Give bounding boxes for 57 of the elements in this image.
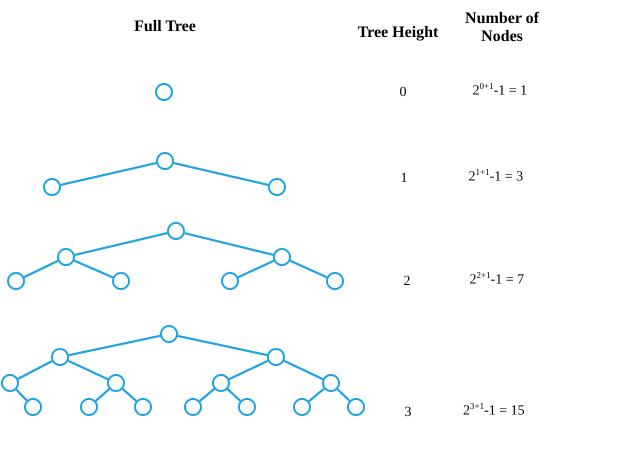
tree-node-circle: [156, 152, 174, 170]
tree-edge: [238, 260, 274, 278]
tree-node-circle: [326, 272, 344, 290]
tree-node-circle: [24, 398, 42, 416]
tree-node-circle: [221, 272, 239, 290]
tree-node-circle: [212, 374, 230, 392]
tree-node-circle: [347, 398, 365, 416]
tree-node-circle: [160, 325, 178, 343]
tree-edge: [17, 360, 53, 380]
tree-node-circle: [273, 248, 291, 266]
tree-node-circle: [293, 398, 311, 416]
tree-edge: [174, 162, 268, 186]
tree-edge: [68, 360, 108, 380]
tree-node-circle: [322, 374, 340, 392]
height-value: 0: [400, 84, 406, 100]
node-count-formula: 2$^{1+1}$-1 = 3: [468, 168, 524, 185]
tree-edge: [24, 260, 58, 278]
tree-node-circle: [1, 374, 19, 392]
tree-node-circle: [43, 178, 61, 196]
node-count-formula: 2$^{3+1}$-1 = 15: [463, 402, 525, 419]
tree-edge: [226, 388, 242, 402]
tree-node-circle: [80, 398, 98, 416]
tree-edge: [284, 360, 324, 380]
height-value: 1: [400, 170, 408, 186]
tree-node-circle: [107, 374, 125, 392]
tree-edge: [74, 260, 114, 278]
tree-edge: [74, 232, 168, 256]
tree-edge: [336, 388, 350, 402]
tree-node-circle: [184, 398, 202, 416]
tree-node-circle: [155, 83, 173, 101]
tree-node-circle: [268, 178, 286, 196]
node-count-formula: 2$^{0+1}$-1 = 1: [472, 82, 528, 99]
node-count-formula: 2$^{2+1}$-1 = 7: [470, 270, 524, 288]
tree-node-circle: [57, 248, 75, 266]
tree-edge: [184, 232, 274, 256]
column-heading: Tree Height: [356, 24, 440, 42]
tree-edge: [178, 334, 268, 356]
tree-node-circle: [167, 222, 185, 240]
tree-node-circle: [134, 398, 152, 416]
tree-node-circle: [267, 348, 285, 366]
tree-edge: [228, 360, 268, 380]
column-heading: Number of Nodes: [464, 10, 540, 46]
tree-edge: [60, 162, 156, 186]
tree-node-circle: [7, 272, 25, 290]
height-value: 3: [404, 404, 412, 420]
tree-node-circle: [112, 272, 130, 290]
tree-node-circle: [238, 398, 256, 416]
tree-node-circle: [51, 348, 69, 366]
tree-edge: [290, 260, 328, 278]
tree-edge: [68, 334, 160, 356]
tree-edge: [308, 388, 325, 402]
tree-edge: [15, 388, 28, 402]
height-value: 2: [404, 274, 410, 289]
tree-edge: [199, 388, 215, 402]
tree-edge: [122, 388, 137, 402]
column-heading: Full Tree: [133, 18, 197, 36]
tree-edge: [95, 388, 110, 402]
